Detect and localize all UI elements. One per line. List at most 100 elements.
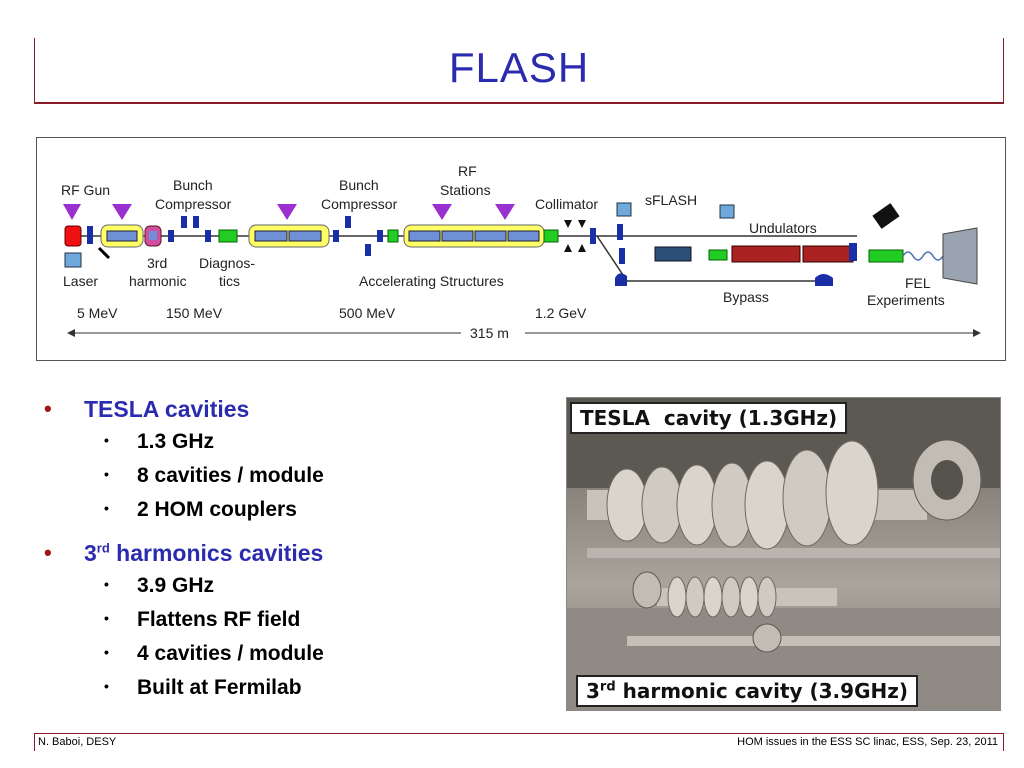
bullet-tesla-item-1: •1.3 GHz xyxy=(44,430,564,464)
undulator-2 xyxy=(802,245,854,263)
label-fel: FEL xyxy=(905,275,931,291)
sflash-laser-icon xyxy=(616,202,632,217)
photo-rail-2 xyxy=(627,636,1000,646)
label-stations: Stations xyxy=(440,182,491,198)
bc2-magnet-2 xyxy=(345,216,351,228)
bc2-magnet-4 xyxy=(377,230,383,242)
laser-icon xyxy=(64,252,82,268)
title-bar: FLASH xyxy=(34,38,1004,104)
module2-triangle-icon xyxy=(277,204,297,220)
tesla-cell xyxy=(744,460,790,550)
bypass-branch xyxy=(596,235,628,282)
label-bunch-2: Bunch xyxy=(339,177,379,193)
bullet-harmonic-prefix: 3 xyxy=(84,540,97,566)
title-right-border xyxy=(1003,38,1004,104)
harmonic-cell xyxy=(703,576,723,618)
caption-harmonic-cavity: 3rd harmonic cavity (3.9GHz) xyxy=(576,675,919,707)
sflash-diagnostic xyxy=(708,249,728,261)
bc1-magnet-1 xyxy=(168,230,174,242)
bullet-harmonic: • 3rd harmonics cavities xyxy=(44,540,564,574)
undulator-1 xyxy=(731,245,801,263)
cavities-photo-drawing xyxy=(567,398,1000,710)
mirror-icon xyxy=(97,246,111,260)
length-label-bg xyxy=(461,324,525,342)
title-left-border xyxy=(34,38,35,104)
label-bunch-1: Bunch xyxy=(173,177,213,193)
module1-triangle-icon xyxy=(112,204,132,220)
rf-station-1-triangle-icon xyxy=(432,204,452,220)
dump-magnet xyxy=(849,243,857,261)
diagnostics-box xyxy=(218,229,238,243)
bullet-tesla: • TESLA cavities xyxy=(44,396,564,430)
label-laser: Laser xyxy=(63,273,98,289)
tesla-cavity-shape xyxy=(587,439,982,550)
bullet-harmonic-rest: harmonics cavities xyxy=(109,540,324,566)
sub-bullet-dot: • xyxy=(104,644,109,660)
bullet-text: Built at Fermilab xyxy=(137,676,302,699)
collimator-jaw-4 xyxy=(578,244,586,252)
title-underline xyxy=(34,102,1004,104)
third-harmonic-cavity-shape xyxy=(632,571,837,653)
label-rf-gun: RF Gun xyxy=(61,182,110,198)
footer-event: HOM issues in the ESS SC linac, ESS, Sep… xyxy=(737,736,998,748)
sflash-undulator xyxy=(654,246,692,262)
harmonic-cell xyxy=(721,576,741,618)
collimator-magnet xyxy=(590,228,596,244)
harmonic-cell xyxy=(739,576,759,618)
bc1-magnet-2 xyxy=(181,216,187,228)
bullet-tesla-item-2: •8 cavities / module xyxy=(44,464,564,498)
caption-harmonic-rest: harmonic cavity (3.9GHz) xyxy=(615,679,909,703)
bc2-magnet-3 xyxy=(365,244,371,256)
footer-right-border xyxy=(1003,733,1004,751)
beamline-svg: RF Gun Bunch Compressor Bunch Compressor… xyxy=(61,163,981,342)
post-linac-diagnostic xyxy=(543,229,559,243)
sub-bullet-dot: • xyxy=(104,610,109,626)
slide-title: FLASH xyxy=(448,44,590,91)
rf-gun-icon xyxy=(64,225,82,247)
bullet-dot: • xyxy=(44,540,52,565)
bypass-entry-magnet xyxy=(615,273,627,286)
label-tics: tics xyxy=(219,273,240,289)
bullet-tesla-item-3: •2 HOM couplers xyxy=(44,498,564,532)
harmonic-cell xyxy=(667,576,687,618)
rf-station-2-triangle-icon xyxy=(495,204,515,220)
bullet-harmonic-sup: rd xyxy=(96,540,110,556)
tesla-cell xyxy=(641,466,683,544)
bc2-magnet-1 xyxy=(333,230,339,242)
fel-experiment-hall xyxy=(942,227,978,285)
bullet-harmonic-item-2: • Flattens RF field xyxy=(44,608,564,642)
label-compressor-1: Compressor xyxy=(155,196,232,212)
rf-gun-triangle-icon xyxy=(63,204,81,220)
label-diagnostics: Diagnos- xyxy=(199,255,255,271)
footer-line xyxy=(34,733,1004,734)
dogleg-magnet-1 xyxy=(617,224,623,240)
tesla-cell xyxy=(825,440,879,546)
cavities-photo: TESLA cavity (1.3GHz) 3rd harmonic cavit… xyxy=(566,397,1001,711)
module-6-cavity xyxy=(474,230,507,242)
harmonic-coupler-flange xyxy=(752,623,782,653)
label-accelerating-structures: Accelerating Structures xyxy=(359,273,504,289)
harmonic-cell xyxy=(757,576,777,618)
harmonic-cell xyxy=(685,576,705,618)
fel-diagnostic xyxy=(868,249,904,263)
caption-tesla-cavity: TESLA cavity (1.3GHz) xyxy=(570,402,848,434)
bypass-exit-magnet xyxy=(815,274,833,286)
label-rf: RF xyxy=(458,163,477,179)
module-3-cavity xyxy=(288,230,322,242)
footer: N. Baboi, DESY HOM issues in the ESS SC … xyxy=(34,733,1004,753)
length-arrow-left-head xyxy=(67,329,75,337)
sub-bullet-dot: • xyxy=(104,466,109,482)
bullet-text: Flattens RF field xyxy=(137,608,301,631)
label-bypass: Bypass xyxy=(723,289,769,305)
bullet-text: 2 HOM couplers xyxy=(137,498,297,521)
collimator-jaw-2 xyxy=(564,244,572,252)
harmonic-end-flange xyxy=(632,571,662,609)
label-energy-5mev: 5 MeV xyxy=(77,305,118,321)
sflash-laser-2-icon xyxy=(719,204,735,219)
label-energy-150mev: 150 MeV xyxy=(166,305,223,321)
label-undulators: Undulators xyxy=(749,220,817,236)
label-sflash: sFLASH xyxy=(645,192,697,208)
label-collimator: Collimator xyxy=(535,196,598,212)
footer-author: N. Baboi, DESY xyxy=(38,736,117,748)
bc1-magnet-3 xyxy=(193,216,199,228)
